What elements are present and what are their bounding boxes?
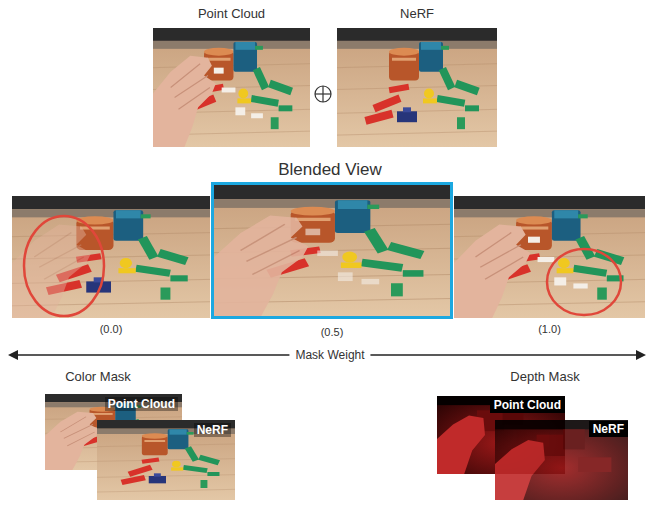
section-title: Blended View — [278, 160, 382, 180]
node-label: Point Cloud — [105, 397, 178, 411]
node-label: Point Cloud — [153, 6, 310, 21]
node-label: (1.0) — [454, 323, 645, 335]
node-label: NeRF — [194, 423, 231, 437]
depth-mask-image: Point Cloud — [437, 396, 565, 474]
group-label: Color Mask — [65, 369, 131, 384]
axis-label: Mask Weight — [289, 348, 370, 362]
node-label: NeRF — [589, 421, 628, 437]
node-label: (0.5) — [214, 326, 450, 338]
blended-view: (0.5) — [214, 185, 450, 316]
nerf-view: NeRF — [337, 28, 497, 147]
highlight-circle — [24, 216, 104, 316]
group-label: Depth Mask — [510, 369, 579, 384]
color-mask-image: Point Cloud — [45, 394, 182, 470]
point-cloud-view: Point Cloud — [153, 28, 310, 147]
blended-view: (0.0) — [12, 196, 210, 318]
color-mask-image: NeRF — [97, 420, 235, 500]
plus-symbol — [315, 86, 331, 102]
node-label: (0.0) — [12, 323, 210, 335]
node-label: Point Cloud — [490, 397, 565, 413]
blended-view: (1.0) — [454, 196, 645, 318]
highlight-circle — [547, 249, 621, 315]
depth-mask-image: NeRF — [495, 420, 628, 500]
node-label: NeRF — [337, 6, 497, 21]
